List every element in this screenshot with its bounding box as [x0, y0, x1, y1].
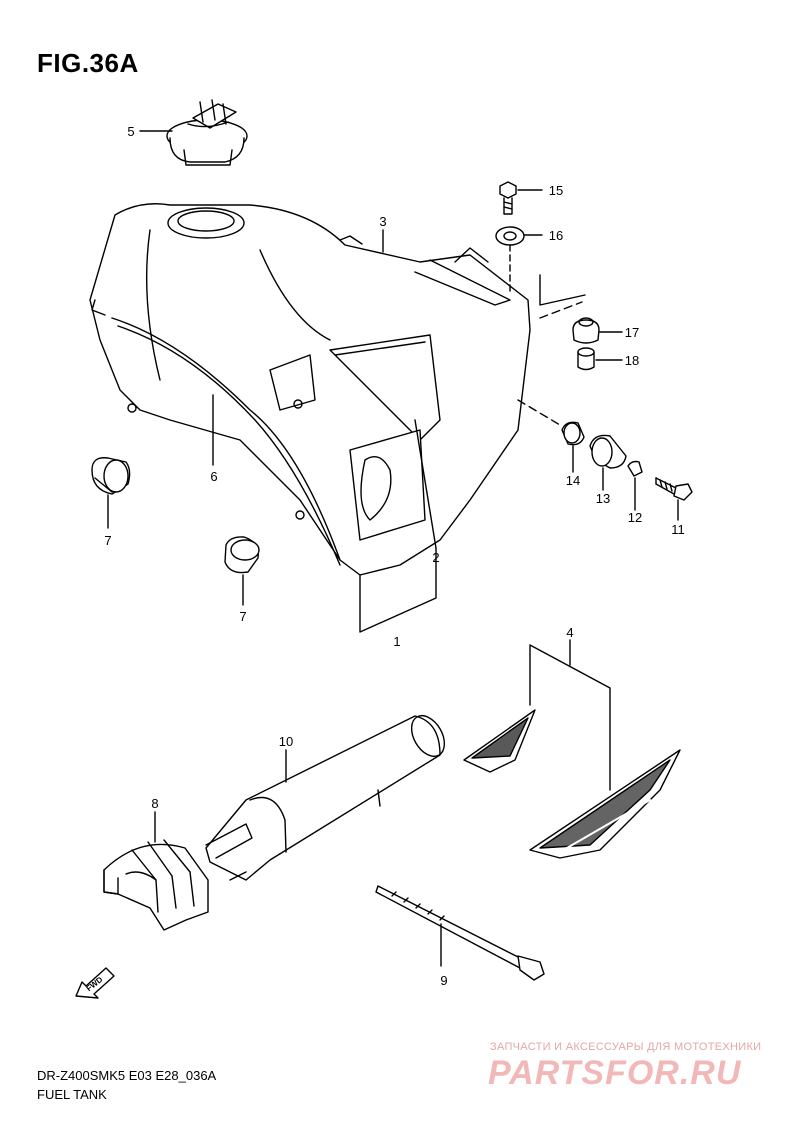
callout-13: 13: [596, 491, 610, 506]
watermark-logo: PARTSFOR.RU: [488, 1054, 742, 1092]
callout-17: 17: [625, 325, 639, 340]
collar-18-part: [577, 347, 595, 371]
fwd-arrow-icon: [75, 967, 115, 999]
fuel-tank-part: [89, 203, 531, 576]
callout-9: 9: [440, 973, 447, 988]
footer-section-name: FUEL TANK: [37, 1087, 107, 1102]
bolt-15-part: [499, 181, 517, 215]
cushion-17-part: [572, 317, 600, 344]
clamp-8-part: [103, 839, 209, 931]
callout-15: 15: [549, 183, 563, 198]
leader-line-1-2: [359, 547, 437, 633]
protector-10-part: [205, 715, 446, 881]
callout-7-upper: 7: [104, 533, 111, 548]
washer-16-part: [495, 226, 525, 246]
decal-4-part: [463, 709, 681, 859]
leader-line-4: [529, 644, 611, 791]
fuel-cap-part: [166, 99, 248, 166]
figure-title: FIG.36A: [37, 48, 139, 78]
callout-3: 3: [379, 214, 386, 229]
assembly-line-17: [539, 301, 583, 319]
footer-model-code: DR-Z400SMK5 E03 E28_036A: [37, 1068, 217, 1083]
callout-2: 2: [432, 550, 439, 565]
callout-1: 1: [393, 634, 400, 649]
callout-6: 6: [210, 469, 217, 484]
assembly-line-mount: [517, 399, 561, 426]
callout-5: 5: [127, 124, 134, 139]
grommet-part-upper: [91, 457, 131, 495]
watermark-tagline: ЗАПЧАСТИ И АКСЕССУАРЫ ДЛЯ МОТОТЕХНИКИ: [490, 1041, 762, 1053]
callout-18: 18: [625, 353, 639, 368]
callout-12: 12: [628, 510, 642, 525]
cushion-13-part: [589, 434, 627, 469]
callout-4: 4: [566, 625, 573, 640]
callout-16: 16: [549, 228, 563, 243]
callout-8: 8: [151, 796, 158, 811]
callout-14: 14: [566, 473, 580, 488]
callout-11: 11: [671, 522, 685, 537]
collar-12-part: [627, 460, 643, 477]
callout-10: 10: [279, 734, 293, 749]
cushion-14-part: [561, 421, 585, 446]
grommet-part-lower: [224, 536, 260, 574]
cable-tie-9-part: [375, 885, 545, 981]
bolt-11-part: [655, 477, 693, 501]
leader-bracket-17: [539, 274, 586, 306]
callout-7-lower: 7: [239, 609, 246, 624]
leader-line-2: [414, 419, 437, 549]
